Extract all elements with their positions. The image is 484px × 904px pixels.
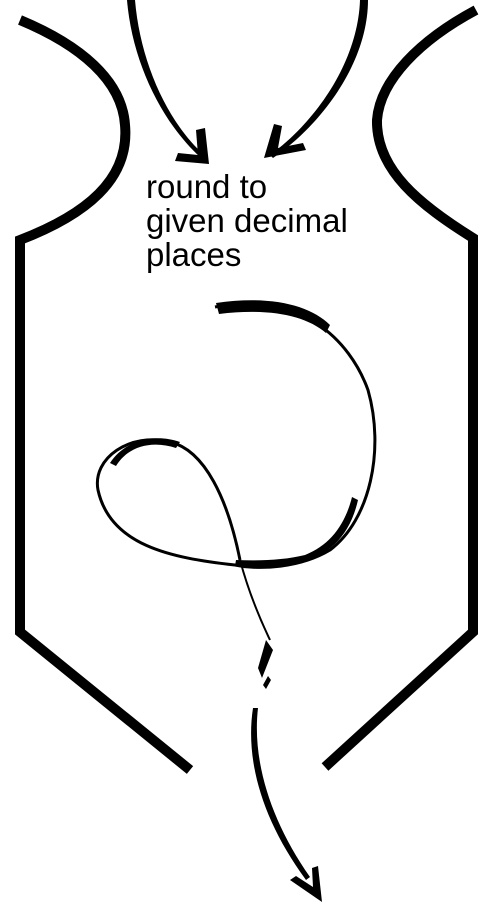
input-arrow-1-shaft <box>127 0 203 157</box>
block-label-line-3: places <box>146 236 242 273</box>
block-label-line-2: given decimal <box>146 202 348 239</box>
loop-connector-thick-bottom <box>235 497 358 568</box>
input-arrow-2-head <box>264 124 306 158</box>
output-arrow-head <box>290 866 322 902</box>
input-arrow-2-shaft <box>270 0 368 158</box>
output-arrow-shaft <box>251 708 310 880</box>
loop-connector-thick-left <box>110 438 180 466</box>
descending-connector-upper <box>239 559 271 641</box>
loop-connector-outer <box>95 302 377 569</box>
input-arrow-1-head <box>175 128 209 164</box>
block-label: round to given decimal places <box>146 170 386 272</box>
block-outline-right <box>321 5 479 771</box>
descending-connector-tick <box>263 676 271 689</box>
block-label-line-1: round to <box>146 168 268 205</box>
descending-connector-blob <box>258 640 273 678</box>
block-outline-left <box>15 15 194 774</box>
loop-connector-thick-top <box>216 300 330 333</box>
